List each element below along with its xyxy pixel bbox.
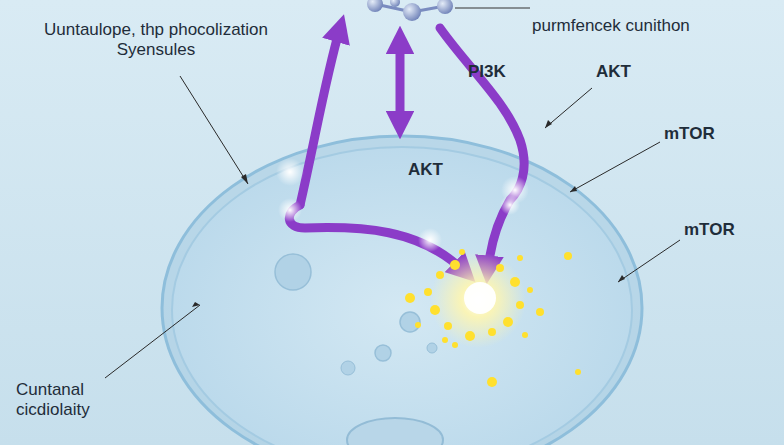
nucleus [347, 418, 443, 445]
callout-label: purmfencek cunithon [532, 16, 752, 36]
vesicle [427, 343, 437, 353]
activation-burst [405, 249, 581, 387]
cytoplasm [172, 147, 632, 445]
cell-membrane-outer [162, 136, 642, 445]
protein-label: PI3K [468, 62, 528, 82]
ligand-molecule [367, 0, 453, 21]
protein-label: mTOR [684, 220, 764, 240]
sparkles [276, 158, 529, 252]
vesicle [275, 254, 311, 290]
leader-line [455, 8, 530, 9]
protein-label: mTOR [664, 124, 744, 144]
leader-lines [105, 76, 680, 378]
callout-label: Cuntanal cicdiolaity [16, 380, 146, 421]
protein-label: AKT [408, 160, 468, 180]
vesicle [375, 345, 391, 361]
protein-label: AKT [596, 62, 656, 82]
vesicle [400, 312, 420, 332]
vesicle [341, 361, 355, 375]
callout-label: Uuntaulope, thp phocolization Syensules [6, 20, 306, 61]
cell-membrane [162, 136, 642, 445]
leader-arrowheads [192, 120, 625, 307]
